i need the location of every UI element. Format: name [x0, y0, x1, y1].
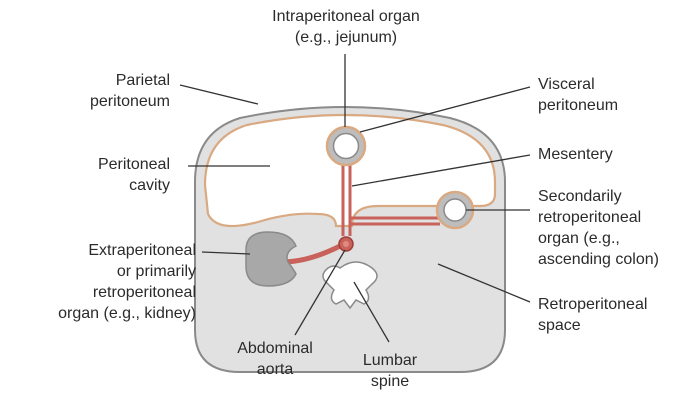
leader-parietal: [179, 84, 259, 105]
leader-aorta: [294, 249, 346, 336]
colon-inner-icon: [443, 198, 467, 222]
label-secondarily-retroperitoneal: Secondarily retroperitoneal organ (e.g.,…: [538, 188, 659, 268]
label-lumbar-spine: Lumbar spine: [362, 352, 418, 390]
leader-visceral: [359, 86, 531, 133]
kidney-icon: [245, 231, 297, 287]
label-retroperitoneal-space: Retroperitoneal space: [538, 296, 648, 334]
label-abdominal-aorta: Abdominal aorta: [237, 340, 313, 378]
label-extraperitoneal-organ: Extraperitoneal or primarily retroperito…: [58, 242, 196, 322]
leader-mesentery: [351, 154, 531, 187]
label-peritoneal-cavity: Peritoneal cavity: [97, 156, 170, 194]
label-parietal-peritoneum: Parietal peritoneum: [89, 72, 170, 110]
leader-retro-space: [437, 263, 531, 303]
leader-extraperitoneal: [201, 251, 251, 255]
leader-spine: [353, 281, 390, 343]
jejunum-inner-icon: [332, 132, 360, 160]
label-mesentery: Mesentery: [538, 146, 613, 163]
aorta-lumen-icon: [343, 241, 349, 247]
lumbar-spine-icon: [322, 261, 378, 310]
label-intraperitoneal-organ: Intraperitoneal organ (e.g., jejunum): [272, 8, 420, 46]
label-visceral-peritoneum: Visceral peritoneum: [538, 76, 619, 114]
